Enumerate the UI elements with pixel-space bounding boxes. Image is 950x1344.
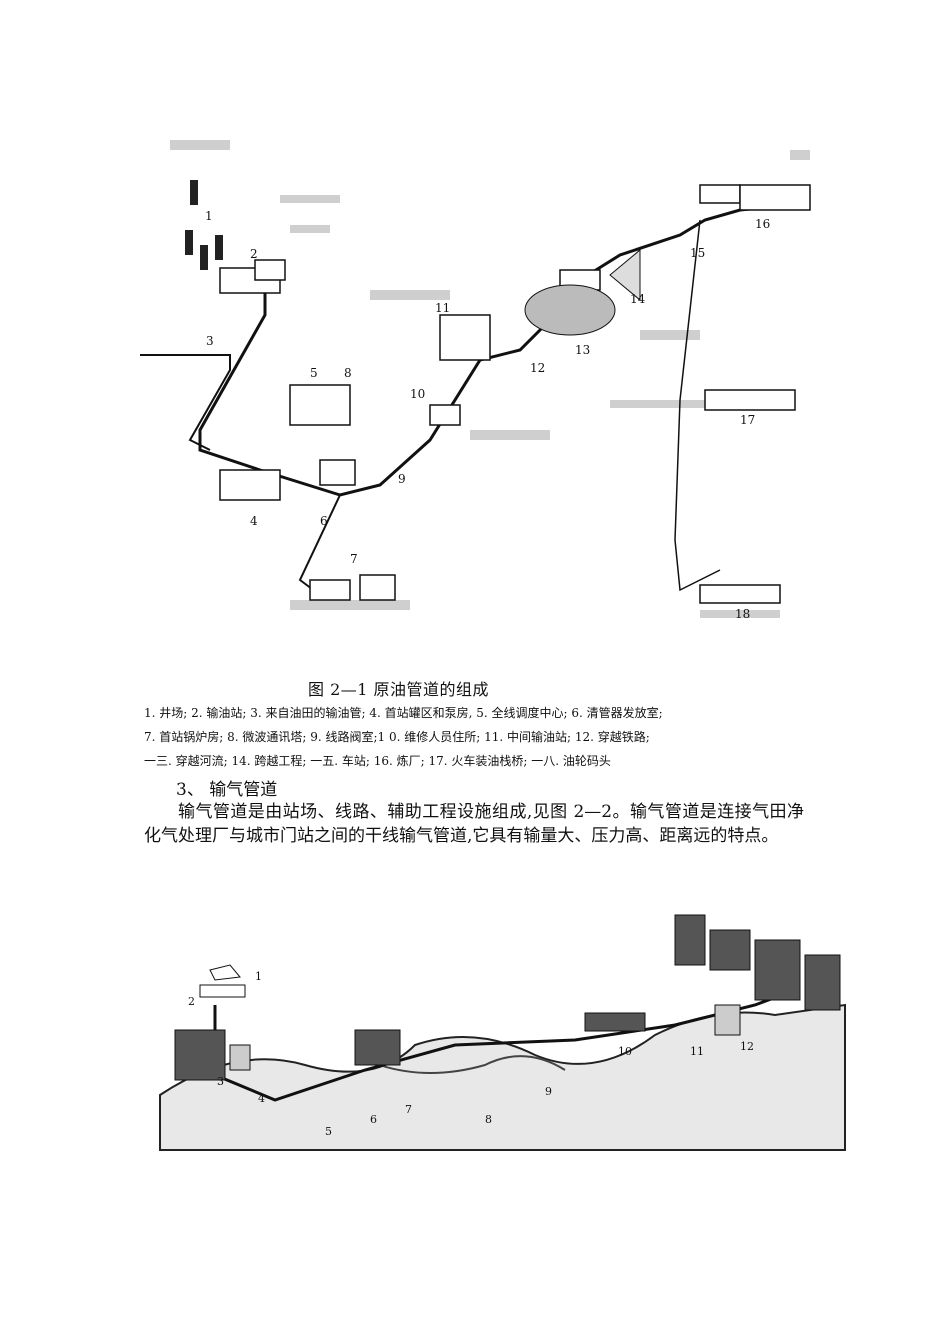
- fig1-label-1: 1: [205, 209, 213, 223]
- station-buildings: [174, 914, 841, 1081]
- fig2-label-12: 12: [740, 1040, 754, 1053]
- fig1-label-4: 4: [250, 514, 258, 528]
- fig1-label-6: 6: [320, 514, 328, 528]
- fig2-label-7: 7: [405, 1103, 412, 1116]
- fig1-label-14: 14: [630, 292, 646, 306]
- fig1-label-10: 10: [410, 387, 425, 401]
- bridge-crossing: [609, 248, 641, 302]
- section-heading: 3、 输气管道: [176, 780, 278, 800]
- fig1-label-15: 15: [690, 246, 705, 260]
- figure1-legend-line-3: 一三. 穿越河流; 14. 跨越工程; 一五. 车站; 16. 炼厂; 17. …: [144, 754, 611, 768]
- fig1-label-12: 12: [530, 361, 545, 375]
- fig2-label-4: 4: [258, 1092, 265, 1105]
- side-pipeline: [140, 354, 231, 451]
- main-pipeline: [198, 203, 791, 497]
- fig1-label-8: 8: [344, 366, 352, 380]
- fig1-label-2: 2: [250, 247, 258, 261]
- figure-crude-oil-pipeline: 1 2 3 4 5 6 7 8 9 10 11 12 13 14 15 16 1…: [140, 140, 811, 621]
- bleed-through-text: [170, 140, 810, 618]
- fig1-label-16: 16: [755, 217, 770, 231]
- river-crossing: [524, 284, 616, 336]
- figure1-legend-line-2: 7. 首站锅炉房; 8. 微波通讯塔; 9. 线路阀室;1 0. 维修人员住所;…: [144, 730, 650, 744]
- fig2-label-2: 2: [188, 995, 195, 1008]
- fig2-label-3: 3: [217, 1075, 224, 1088]
- gas-field-block: [199, 984, 246, 998]
- well-icon: [209, 964, 241, 981]
- well-site: [185, 180, 223, 270]
- fig1-label-9: 9: [398, 472, 406, 486]
- fig2-label-11: 11: [690, 1045, 704, 1058]
- facility-buildings: [219, 184, 811, 604]
- figure1-caption: 图 2—1 原油管道的组成: [308, 680, 490, 699]
- fig1-label-18: 18: [735, 607, 750, 621]
- figure-gas-pipeline: 1 2 3 4 5 6 7 8 9 10 11 12: [155, 895, 855, 1155]
- descending-line: [674, 219, 721, 592]
- fig2-label-6: 6: [370, 1113, 377, 1126]
- fig2-label-9: 9: [545, 1085, 552, 1098]
- fig1-label-5: 5: [310, 366, 318, 380]
- fig1-label-17: 17: [740, 413, 755, 427]
- fig1-label-3: 3: [206, 334, 214, 348]
- fig1-label-11: 11: [435, 301, 450, 315]
- figure1-legend-line-1: 1. 井场; 2. 输油站; 3. 来自油田的输油管; 4. 首站罐区和泵房, …: [144, 706, 663, 720]
- fig1-label-13: 13: [575, 343, 590, 357]
- fig2-label-10: 10: [618, 1045, 632, 1058]
- fig2-label-1: 1: [255, 970, 262, 983]
- fig2-label-5: 5: [325, 1125, 332, 1138]
- fig1-label-7: 7: [350, 552, 358, 566]
- fig2-label-8: 8: [485, 1113, 492, 1126]
- section-paragraph: 输气管道是由站场、线路、辅助工程设施组成,见图 2—2。输气管道是连接气田净化气…: [144, 802, 804, 846]
- river: [354, 1054, 566, 1074]
